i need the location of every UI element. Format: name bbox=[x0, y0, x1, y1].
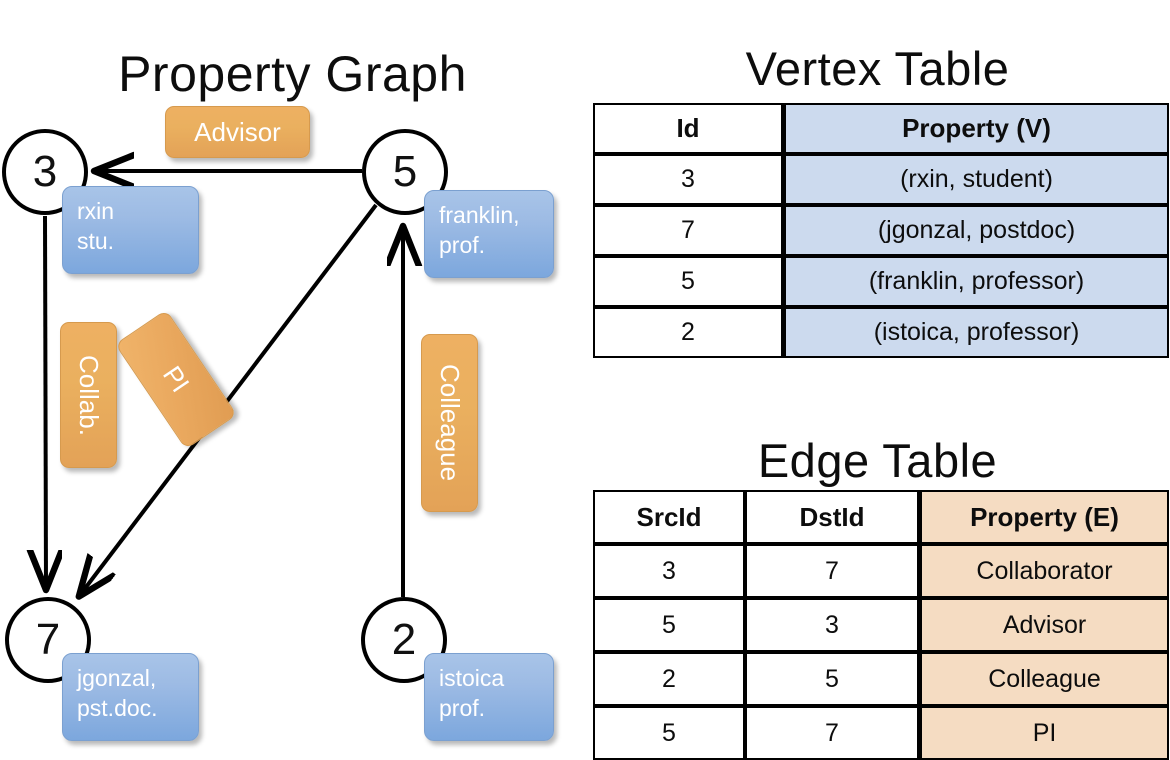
node-property-line-2: prof. bbox=[439, 695, 486, 721]
edge-cell-dstid: 3 bbox=[745, 598, 919, 652]
vertex-table-header-id: Id bbox=[593, 103, 783, 154]
edge-table-header-row: SrcId DstId Property (E) bbox=[593, 490, 1169, 544]
edge-3-to-7 bbox=[45, 215, 46, 588]
edge-label-advisor-text: Advisor bbox=[194, 116, 281, 147]
vertex-cell-id: 2 bbox=[593, 307, 783, 358]
edge-cell-property: PI bbox=[919, 706, 1169, 760]
edge-cell-dstid: 7 bbox=[745, 706, 919, 760]
table-row[interactable]: 3 (rxin, student) bbox=[593, 154, 1169, 205]
edge-label-colleague-text: Colleague bbox=[435, 364, 465, 482]
node-property-line-1: jgonzal, bbox=[77, 665, 157, 691]
edge-table: SrcId DstId Property (E) 3 7 Collaborato… bbox=[593, 490, 1169, 760]
vertex-cell-property: (rxin, student) bbox=[783, 154, 1169, 205]
vertex-cell-property: (jgonzal, postdoc) bbox=[783, 205, 1169, 256]
table-row[interactable]: 5 7 PI bbox=[593, 706, 1169, 760]
table-row[interactable]: 3 7 Collaborator bbox=[593, 544, 1169, 598]
table-row[interactable]: 2 5 Colleague bbox=[593, 652, 1169, 706]
node-property-line-2: pst.doc. bbox=[77, 695, 158, 721]
property-graph-panel: Property Graph 3 5 7 2 rxin stu. frankli… bbox=[0, 0, 585, 760]
page-title-edge-table: Edge Table bbox=[757, 434, 998, 488]
edge-cell-dstid: 7 bbox=[745, 544, 919, 598]
node-property-line-1: rxin bbox=[77, 198, 115, 224]
vertex-table-header-row: Id Property (V) bbox=[593, 103, 1169, 154]
vertex-table-header-property: Property (V) bbox=[783, 103, 1169, 154]
edge-cell-property: Collaborator bbox=[919, 544, 1169, 598]
edge-cell-srcid: 3 bbox=[593, 544, 745, 598]
vertex-cell-property: (franklin, professor) bbox=[783, 256, 1169, 307]
edge-cell-property: Colleague bbox=[919, 652, 1169, 706]
edge-cell-dstid: 5 bbox=[745, 652, 919, 706]
edge-label-collab-text: Collab. bbox=[74, 354, 104, 436]
edge-table-header-srcid: SrcId bbox=[593, 490, 745, 544]
node-property-box-jgonzal: jgonzal, pst.doc. bbox=[62, 653, 199, 741]
vertex-table: Id Property (V) 3 (rxin, student) 7 (jgo… bbox=[593, 103, 1169, 358]
table-row[interactable]: 5 (franklin, professor) bbox=[593, 256, 1169, 307]
node-property-line-1: franklin, bbox=[439, 202, 520, 228]
edge-label-pi-text: PI bbox=[157, 360, 196, 398]
edge-cell-srcid: 2 bbox=[593, 652, 745, 706]
edge-label-collab: Collab. bbox=[60, 322, 117, 468]
edge-5-to-7 bbox=[80, 203, 378, 595]
vertex-cell-id: 5 bbox=[593, 256, 783, 307]
table-row[interactable]: 2 (istoica, professor) bbox=[593, 307, 1169, 358]
graph-node-7-label: 7 bbox=[35, 615, 61, 664]
graph-node-3-label: 3 bbox=[32, 147, 58, 196]
graph-node-5[interactable]: 5 bbox=[362, 129, 448, 215]
edge-table-header-property: Property (E) bbox=[919, 490, 1169, 544]
vertex-cell-id: 7 bbox=[593, 205, 783, 256]
page-title-vertex-table: Vertex Table bbox=[745, 42, 1010, 96]
edge-table-header-dstid: DstId bbox=[745, 490, 919, 544]
vertex-cell-property: (istoica, professor) bbox=[783, 307, 1169, 358]
node-property-line-1: istoica bbox=[439, 665, 505, 691]
graph-node-2[interactable]: 2 bbox=[361, 597, 447, 683]
page-title-property-graph: Property Graph bbox=[118, 45, 467, 102]
node-property-line-2: stu. bbox=[77, 228, 115, 254]
vertex-cell-id: 3 bbox=[593, 154, 783, 205]
table-row[interactable]: 5 3 Advisor bbox=[593, 598, 1169, 652]
node-property-box-istoica: istoica prof. bbox=[424, 653, 554, 741]
graph-node-5-label: 5 bbox=[392, 147, 418, 196]
node-property-line-2: prof. bbox=[439, 232, 486, 258]
edge-label-advisor: Advisor bbox=[165, 106, 310, 158]
edge-cell-srcid: 5 bbox=[593, 598, 745, 652]
node-property-box-franklin: franklin, prof. bbox=[424, 190, 554, 278]
edge-cell-property: Advisor bbox=[919, 598, 1169, 652]
table-row[interactable]: 7 (jgonzal, postdoc) bbox=[593, 205, 1169, 256]
edge-cell-srcid: 5 bbox=[593, 706, 745, 760]
edge-label-colleague: Colleague bbox=[421, 334, 478, 512]
node-property-box-rxin: rxin stu. bbox=[62, 186, 199, 274]
graph-edges-layer bbox=[0, 0, 585, 760]
graph-node-2-label: 2 bbox=[391, 615, 417, 664]
